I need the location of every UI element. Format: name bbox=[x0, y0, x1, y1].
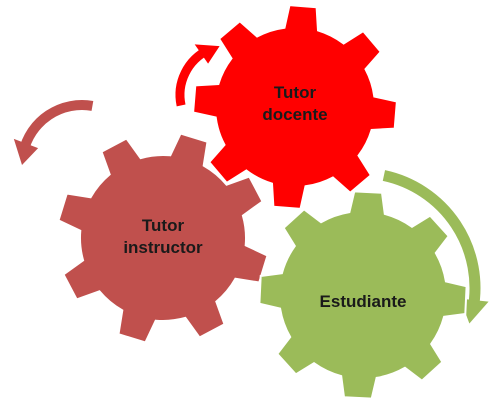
arrow-green-shaft bbox=[382, 170, 481, 311]
gear-tutor-instructor-shape bbox=[57, 132, 269, 344]
gear-tutor-instructor: Tutor instructor bbox=[57, 132, 269, 344]
arrow-red-head bbox=[194, 44, 220, 64]
gear-tutor-instructor-label-line-0: Tutor bbox=[142, 216, 185, 235]
gear-tutor-docente-label-line-1: docente bbox=[262, 105, 327, 124]
gear-estudiante-label-line-0: Estudiante bbox=[320, 292, 407, 311]
arrow-dark-red-head bbox=[13, 138, 39, 165]
gear-tutor-docente: Tutor docente bbox=[192, 4, 398, 210]
arrow-green-head bbox=[460, 298, 489, 324]
gear-tutor-instructor-label-line-1: instructor bbox=[123, 238, 203, 257]
arrow-red bbox=[175, 44, 220, 107]
gear-tutor-docente-shape bbox=[192, 4, 398, 210]
gear-tutor-docente-label-line-0: Tutor bbox=[274, 83, 317, 102]
arrow-dark-red-shaft bbox=[18, 100, 94, 154]
gear-estudiante-shape bbox=[258, 190, 468, 398]
gear-estudiante: Estudiante bbox=[258, 190, 468, 398]
arrow-dark-red bbox=[13, 100, 94, 165]
arrow-green bbox=[382, 170, 489, 324]
